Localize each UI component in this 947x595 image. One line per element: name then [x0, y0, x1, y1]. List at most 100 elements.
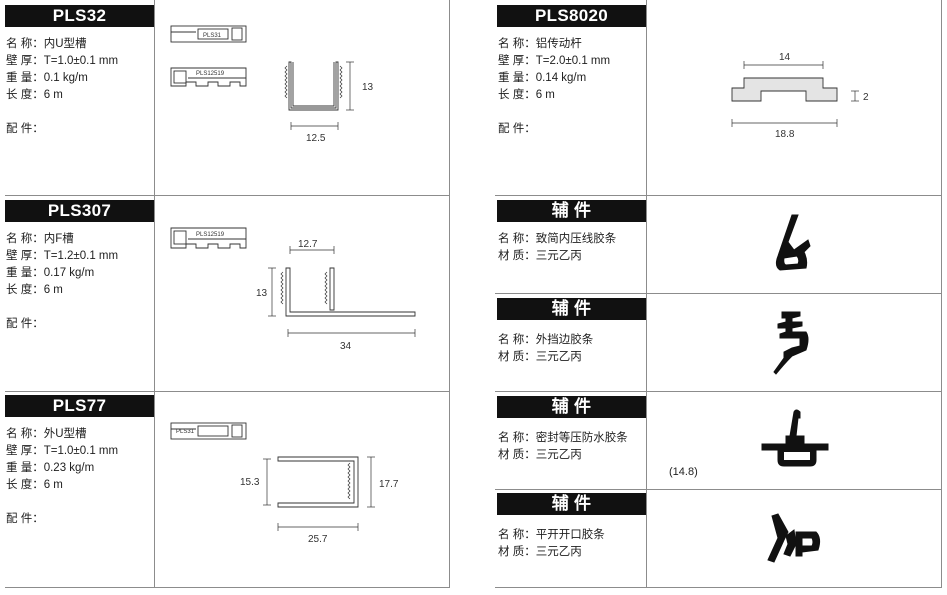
- accessory-pls12519-profile: PLS12519: [170, 227, 247, 249]
- label-weight: 重 量：: [6, 72, 44, 84]
- product-weight: 0.23 kg/m: [43, 462, 95, 474]
- seal-profile-1-icon: [775, 214, 811, 271]
- seal-profile-2-icon: [773, 311, 809, 375]
- aux-material: 三元乙丙: [535, 449, 582, 461]
- accessory-pls12519-profile: PLS12519: [170, 67, 247, 87]
- dimension-width: 12.5: [306, 133, 326, 144]
- divider-left-edge: [449, 0, 450, 588]
- product-info-pls32: 名 称：内U型槽 壁 厚：T=1.0±0.1 mm 重 量：0.1 kg/m 长…: [6, 36, 118, 138]
- row-divider: [495, 391, 942, 392]
- dimension-top: 12.7: [298, 239, 318, 250]
- product-title-pls77: PLS77: [5, 395, 154, 417]
- accessory-label: PLS12519: [196, 71, 225, 77]
- label-length: 长 度：: [498, 89, 536, 101]
- label-wall: 壁 厚：: [498, 55, 536, 67]
- accessory-label: PLS31: [203, 33, 222, 39]
- aux-info-4: 名 称：平开开口胶条 材 质：三元乙丙: [498, 527, 605, 561]
- divider-right-column: [646, 0, 647, 588]
- aux-title: 辅 件: [497, 200, 646, 222]
- drawing-pls77: PLS31 15.3 17.7 25.7: [170, 422, 399, 545]
- seal-profile-3-icon: [761, 409, 829, 467]
- row-divider: [495, 195, 942, 196]
- label-accessory: 配 件：: [6, 123, 44, 135]
- label-weight: 重 量：: [6, 267, 44, 279]
- product-name: 内F槽: [43, 233, 74, 245]
- row-divider: [495, 489, 942, 490]
- label-material: 材 质：: [498, 546, 536, 558]
- label-name: 名 称：: [498, 334, 536, 346]
- product-weight: 0.1 kg/m: [43, 72, 88, 84]
- product-name: 外U型槽: [43, 428, 87, 440]
- product-title-pls307: PLS307: [5, 200, 154, 222]
- product-wall: T=1.2±0.1 mm: [43, 250, 119, 262]
- aux-material: 三元乙丙: [535, 546, 582, 558]
- divider-right-edge: [941, 0, 942, 588]
- label-accessory: 配 件：: [6, 318, 44, 330]
- product-title-pls32: PLS32: [5, 5, 154, 27]
- label-name: 名 称：: [6, 428, 44, 440]
- dimension-top: 14: [779, 52, 791, 63]
- label-wall: 壁 厚：: [6, 55, 44, 67]
- profile-pls32: [284, 61, 343, 111]
- aux-name: 密封等压防水胶条: [535, 432, 628, 444]
- label-name: 名 称：: [498, 529, 536, 541]
- accessory-pls31-profile: PLS31: [170, 422, 247, 440]
- aux-title: 辅 件: [497, 396, 646, 418]
- profile-pls307: [280, 267, 416, 317]
- aux-title: 辅 件: [497, 493, 646, 515]
- drawing-pls8020: 14 2 18.8: [731, 52, 869, 140]
- dimension-width: 25.7: [308, 534, 328, 545]
- label-accessory: 配 件：: [6, 513, 44, 525]
- label-weight: 重 量：: [498, 72, 536, 84]
- product-wall: T=1.0±0.1 mm: [43, 55, 119, 67]
- label-wall: 壁 厚：: [6, 250, 44, 262]
- row-divider: [5, 587, 450, 588]
- product-wall: T=1.0±0.1 mm: [43, 445, 119, 457]
- accessory-label: PLS31: [176, 429, 195, 435]
- label-length: 长 度：: [6, 479, 44, 491]
- label-name: 名 称：: [6, 233, 44, 245]
- product-length: 6 m: [535, 89, 555, 101]
- label-wall: 壁 厚：: [6, 445, 44, 457]
- label-name: 名 称：: [498, 432, 536, 444]
- profile-pls77: [277, 456, 359, 508]
- dimension-height: 13: [256, 288, 268, 299]
- accessory-label: PLS12519: [196, 232, 225, 238]
- product-weight: 0.14 kg/m: [535, 72, 587, 84]
- row-divider: [5, 195, 450, 196]
- product-title-pls8020: PLS8020: [497, 5, 646, 27]
- label-name: 名 称：: [6, 38, 44, 50]
- label-material: 材 质：: [498, 351, 536, 363]
- aux-name: 平开开口胶条: [535, 529, 605, 541]
- product-name: 铝传动杆: [535, 38, 582, 50]
- aux-info-3: 名 称：密封等压防水胶条 材 质：三元乙丙: [498, 430, 628, 464]
- drawing-pls32: PLS31 PLS12519 13 12.5: [170, 25, 374, 144]
- dimension-width: 18.8: [775, 129, 795, 140]
- aux-title: 辅 件: [497, 298, 646, 320]
- product-info-pls307: 名 称：内F槽 壁 厚：T=1.2±0.1 mm 重 量：0.17 kg/m 长…: [6, 231, 118, 333]
- aux-name: 致简内压线胶条: [535, 233, 617, 245]
- aux-material: 三元乙丙: [535, 250, 582, 262]
- accessory-pls31-profile: PLS31: [170, 25, 247, 43]
- aux-info-1: 名 称：致简内压线胶条 材 质：三元乙丙: [498, 231, 616, 265]
- product-length: 6 m: [43, 284, 63, 296]
- product-wall: T=2.0±0.1 mm: [535, 55, 611, 67]
- row-divider: [5, 391, 450, 392]
- profile-pls8020: [731, 77, 838, 102]
- aux-dimension-note: (14.8): [669, 466, 698, 478]
- aux-info-2: 名 称：外挡边胶条 材 质：三元乙丙: [498, 332, 593, 366]
- product-weight: 0.17 kg/m: [43, 267, 95, 279]
- product-length: 6 m: [43, 89, 63, 101]
- label-length: 长 度：: [6, 89, 44, 101]
- aux-name: 外挡边胶条: [535, 334, 594, 346]
- label-weight: 重 量：: [6, 462, 44, 474]
- label-name: 名 称：: [498, 38, 536, 50]
- dimension-outer-height: 17.7: [379, 479, 399, 490]
- product-name: 内U型槽: [43, 38, 87, 50]
- label-name: 名 称：: [498, 233, 536, 245]
- drawing-pls307: PLS12519 12.7 13 34: [170, 227, 416, 352]
- dimension-thickness: 2: [863, 92, 869, 103]
- product-info-pls8020: 名 称：铝传动杆 壁 厚：T=2.0±0.1 mm 重 量：0.14 kg/m …: [498, 36, 610, 138]
- label-material: 材 质：: [498, 449, 536, 461]
- product-length: 6 m: [43, 479, 63, 491]
